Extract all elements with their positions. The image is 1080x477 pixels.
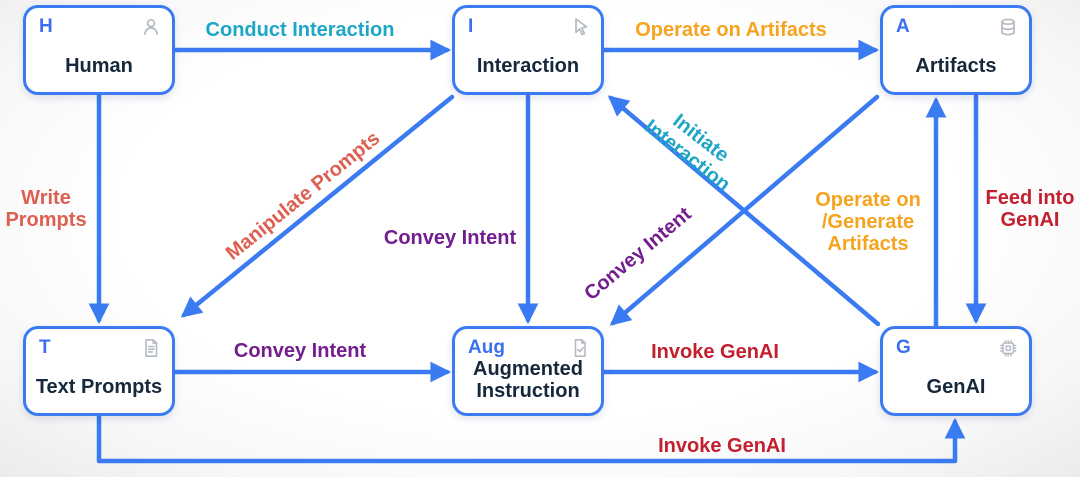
node-letter: Aug xyxy=(468,337,505,358)
node-title: Artifacts xyxy=(915,55,997,77)
edge-textprompts-genai-bottom xyxy=(96,413,966,464)
edge-label-operate-on-artifacts: Operate on Artifacts xyxy=(635,19,827,41)
node-title: Text Prompts xyxy=(35,376,163,398)
node-letter: H xyxy=(39,16,53,37)
node-augmented-instruction: Aug Augmented Instruction xyxy=(452,326,604,416)
node-letter: I xyxy=(468,16,474,37)
edge-label-feed-into-genai: Feed into GenAI xyxy=(985,187,1075,231)
edge-label-convey-intent-textprompts: Convey Intent xyxy=(233,340,367,362)
document-icon xyxy=(140,337,162,359)
edge-label-write-prompts: Write Prompts xyxy=(5,187,87,231)
edge-genai-interaction xyxy=(607,95,881,327)
node-artifacts: A Artifacts xyxy=(880,5,1032,95)
node-genai: G GenAI xyxy=(880,326,1032,416)
edge-label-invoke-genai: Invoke GenAI xyxy=(651,341,779,363)
node-letter: T xyxy=(39,337,51,358)
edge-label-invoke-genai-bottom: Invoke GenAI xyxy=(658,435,786,457)
node-letter: A xyxy=(896,16,910,37)
node-title: Interaction xyxy=(476,55,580,77)
node-title: Augmented Instruction xyxy=(473,358,583,402)
node-title: GenAI xyxy=(926,376,986,398)
database-icon xyxy=(997,16,1019,38)
node-interaction: I Interaction xyxy=(452,5,604,95)
edge-interaction-textprompts xyxy=(180,94,455,318)
edge-label-convey-intent-interaction: Convey Intent xyxy=(383,227,517,249)
node-title: Human xyxy=(65,55,133,77)
cursor-icon xyxy=(569,16,591,38)
node-text-prompts: T Text Prompts xyxy=(23,326,175,416)
node-letter: G xyxy=(896,337,911,358)
document-check-icon xyxy=(569,337,591,359)
node-human: H Human xyxy=(23,5,175,95)
edge-label-conduct-interaction: Conduct Interaction xyxy=(205,19,395,41)
edge-label-operate-generate-artifacts: Operate on /Generate Artifacts xyxy=(815,189,921,255)
chip-icon xyxy=(997,337,1019,359)
person-icon xyxy=(140,16,162,38)
